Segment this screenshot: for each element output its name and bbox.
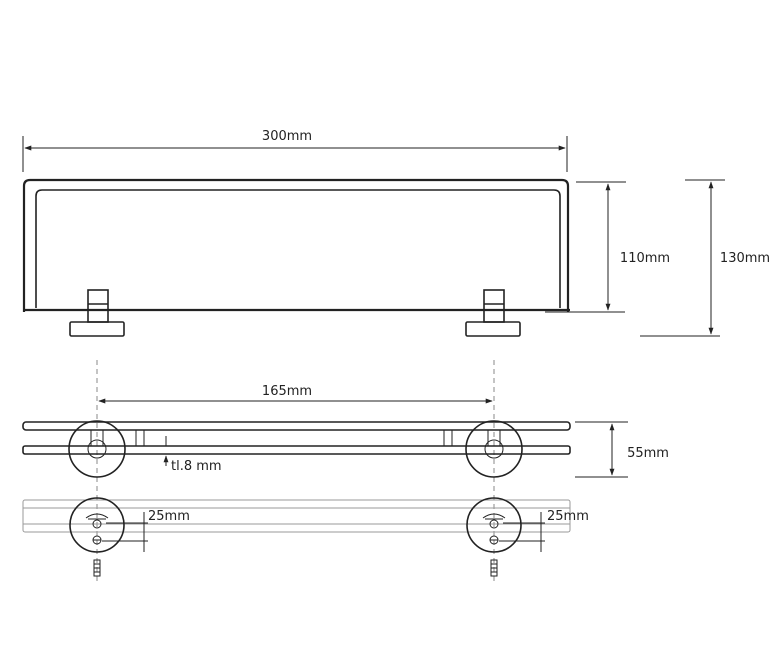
thickness-label: tl.8 mm [171,459,222,474]
height-130-label: 130mm [720,251,770,266]
width-label: 300mm [262,129,312,144]
right-screw-hole-top [489,519,499,529]
right-bracket-base [465,321,521,337]
shelf-frame-inner [35,189,561,308]
right-bracket-post [483,289,505,323]
left-mount-hub [87,439,107,459]
right-mount-disc [465,420,523,478]
top-view-glass-outer [22,499,571,533]
right-offset-label: 25mm [547,509,589,524]
right-spacer [443,429,453,447]
spacing-label: 165mm [262,384,312,399]
left-mount-collar [90,429,104,447]
top-view: 25mm 25mm [22,497,589,577]
left-wall-plate [69,497,125,553]
bottom-shelf [22,445,571,455]
left-screw-slot [85,513,109,519]
top-shelf [22,421,571,431]
left-mount-disc [68,420,126,478]
depth-label: 55mm [627,446,669,461]
left-offset-label: 25mm [148,509,190,524]
left-bracket-base [69,321,125,337]
right-wall-plate [466,497,522,553]
height-110-label: 110mm [620,251,670,266]
left-bracket-post [87,289,109,323]
left-spacer [135,429,145,447]
front-view: 300mm 110mm 130mm [22,129,770,337]
right-screw-slot [482,513,506,519]
right-mount-collar [487,429,501,447]
left-screw-hole-top [92,519,102,529]
shelf-frame-outer [22,178,570,312]
right-mount-hub [484,439,504,459]
side-view: 165mm tl.8 mm 55mm [22,384,669,478]
